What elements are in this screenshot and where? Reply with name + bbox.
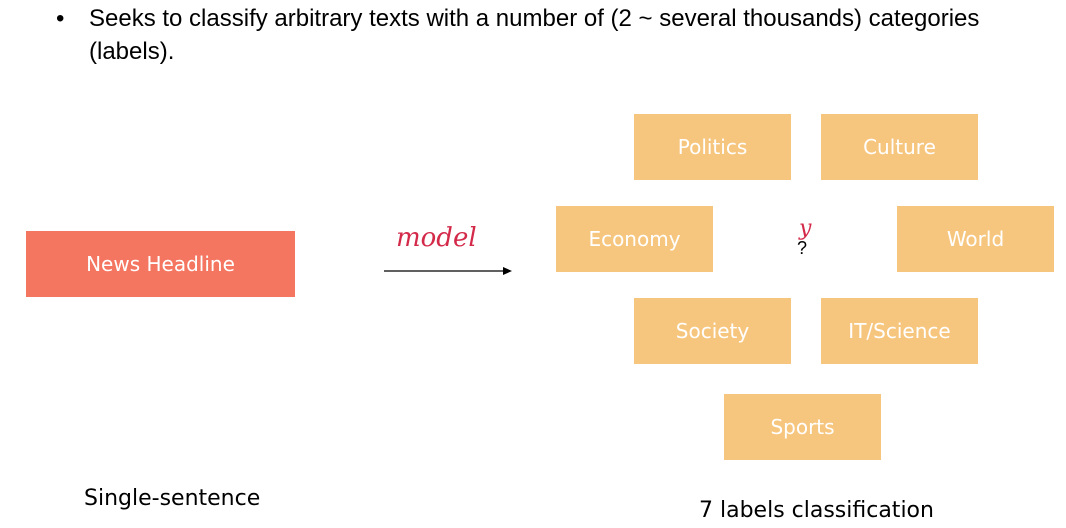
label-box-sports: Sports	[724, 394, 881, 460]
label-box-it-science: IT/Science	[821, 298, 978, 364]
label-box-culture: Culture	[821, 114, 978, 180]
label-box-economy: Economy	[556, 206, 713, 272]
caption-labels-classification: 7 labels classification	[699, 498, 934, 523]
label-box-politics: Politics	[634, 114, 791, 180]
bullet-symbol: •	[56, 5, 65, 32]
label-box-society: Society	[634, 298, 791, 364]
unknown-label-mark: ?	[797, 238, 808, 258]
model-annotation: model	[396, 223, 477, 253]
label-box-world: World	[897, 206, 1054, 272]
label-text: Culture	[863, 135, 936, 159]
arrow-icon	[384, 267, 512, 275]
label-text: Sports	[770, 415, 835, 439]
label-text: World	[946, 227, 1005, 251]
label-text: IT/Science	[848, 319, 951, 343]
news-headline-box: News Headline	[26, 231, 295, 297]
caption-single-sentence: Single-sentence	[84, 486, 261, 511]
bullet-text: Seeks to classify arbitrary texts with a…	[89, 5, 980, 65]
label-text: Economy	[588, 227, 681, 251]
label-text: Politics	[677, 135, 748, 159]
label-text: Society	[675, 319, 750, 343]
news-headline-label: News Headline	[86, 252, 235, 276]
